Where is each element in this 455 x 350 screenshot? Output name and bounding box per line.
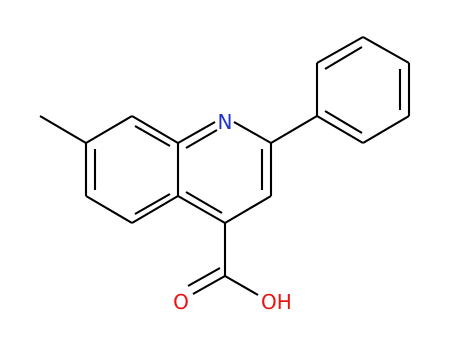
phenyl-double-1 xyxy=(324,46,363,70)
double-bond-carbonyl-b xyxy=(187,267,221,287)
double-bond-c8-c8a xyxy=(134,125,171,147)
bond-c8a-n1 xyxy=(177,121,216,144)
bond-c8-c8a xyxy=(131,115,179,144)
phenyl-double-3 xyxy=(324,110,363,134)
double-bond-c4a-c5 xyxy=(134,193,171,215)
phenyl-bond-2 xyxy=(316,36,364,64)
phenyl-bond-3 xyxy=(362,36,410,64)
phenyl-bond-6 xyxy=(316,115,364,144)
double-bond-c8a-n1 xyxy=(185,129,218,149)
double-bond-c4-c4a xyxy=(185,191,223,214)
carbonyl-oxygen-label: O xyxy=(173,290,189,314)
carboxylic-acid-group xyxy=(187,223,259,296)
bond-c4-c4a xyxy=(177,195,226,224)
bond-c3-c4 xyxy=(224,195,272,224)
bond-c7-c8 xyxy=(85,115,133,144)
phenyl-bond-5 xyxy=(362,115,410,144)
nitrogen-label: N xyxy=(218,110,233,134)
benzo-ring xyxy=(84,115,180,224)
methyl-bond xyxy=(39,115,87,144)
double-bond-carbonyl-a xyxy=(192,275,226,295)
bond-c5-c6 xyxy=(85,195,133,224)
bond-c2-phenyl xyxy=(270,115,318,144)
hydroxyl-label: OH xyxy=(261,290,292,314)
pyridine-ring xyxy=(177,121,273,224)
bond-c4a-c5 xyxy=(131,195,179,224)
phenyl-ring xyxy=(270,36,411,144)
bond-n1-c2 xyxy=(233,121,272,144)
bond-carboxyl-oh xyxy=(224,275,259,296)
